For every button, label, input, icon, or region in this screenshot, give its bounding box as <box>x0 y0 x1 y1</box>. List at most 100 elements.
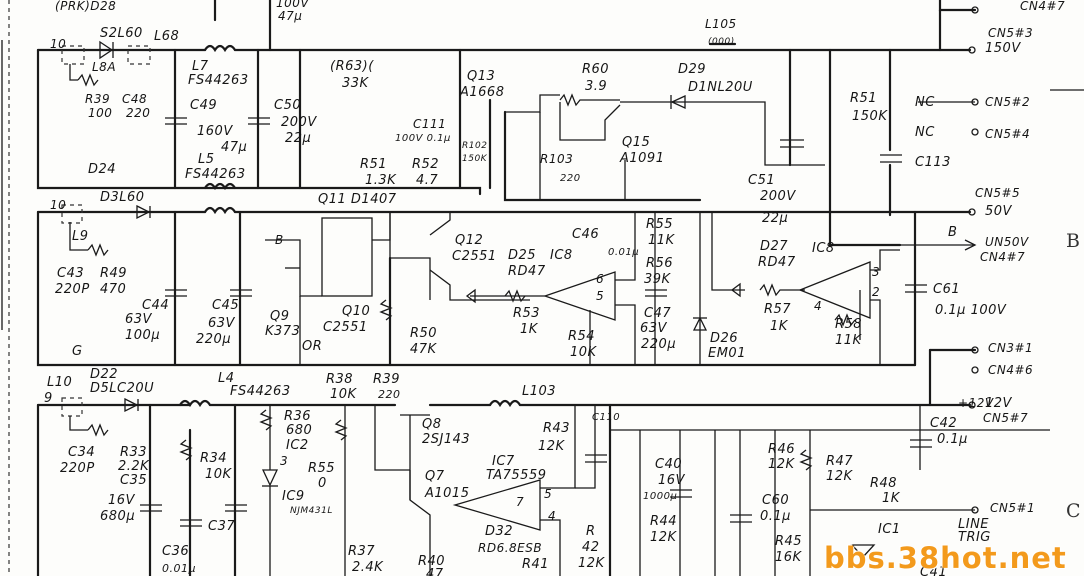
label-c43: C43 <box>57 266 85 281</box>
label-q13-part: A1668 <box>460 85 505 100</box>
label-c42: C42 <box>930 416 958 431</box>
label-c40: C40 <box>655 457 683 472</box>
label-c45: C45 <box>212 298 240 313</box>
label-top-100v: 100V <box>276 0 310 10</box>
label-r39-b: R39 <box>373 372 401 387</box>
label-c111-val: 100V 0.1µ <box>395 133 451 144</box>
label-fs44263-b: FS44263 <box>185 167 246 182</box>
label-r47: R47 <box>826 454 854 469</box>
label-d25: D25 <box>508 248 537 263</box>
label-r42: R <box>586 524 596 539</box>
label-r52: R52 <box>412 157 440 172</box>
label-r38-val: 10K <box>330 387 357 402</box>
label-c61-val: 0.1µ 100V <box>935 303 1007 318</box>
label-q12-part: C2551 <box>452 249 497 264</box>
label-d22: D22 <box>90 367 119 382</box>
label-r42-val: 12K <box>578 556 605 571</box>
label-c43-val: 220P <box>55 282 90 297</box>
label-r103: R103 <box>540 152 574 166</box>
label-q11: Q11 D1407 <box>318 192 397 207</box>
label-q8: Q8 <box>422 417 442 432</box>
label-c41: C41 <box>920 565 948 576</box>
label-r41: R41 <box>522 557 550 572</box>
label-r102: R102 <box>462 141 488 151</box>
label-c35-u: 680µ <box>100 509 136 524</box>
label-c60-val: 0.1µ <box>760 509 791 524</box>
label-r49-val: 470 <box>100 282 127 297</box>
label-c50-v: 200V <box>281 115 317 130</box>
label-r39-top-val: 100 <box>88 106 113 120</box>
label-q8-part: 2SJ143 <box>422 432 471 447</box>
label-r46: R46 <box>768 442 796 457</box>
label-ic1: IC1 <box>878 522 901 537</box>
label-cn4-7b: CN4#7 <box>980 250 1026 264</box>
label-c48: C48 <box>122 92 148 106</box>
label-r58: R58 <box>835 317 863 332</box>
label-d32-part: RD6.8ESB <box>478 541 543 555</box>
label-d26: D26 <box>710 331 739 346</box>
label-c50-u: 22µ <box>285 131 312 146</box>
label-ic8-a: IC8 <box>550 248 573 263</box>
label-r51: R51 <box>360 157 388 172</box>
label-l103: L103 <box>522 384 557 399</box>
label-r48-val: 1K <box>882 491 900 506</box>
label-c47: C47 <box>644 306 672 321</box>
label-s2l60: S2L60 <box>100 26 143 41</box>
label-r60-val: 3.9 <box>585 79 608 94</box>
label-cn3-1: CN3#1 <box>988 341 1034 355</box>
label-c46-val: 0.01µ <box>608 247 640 258</box>
label-l10: L10 <box>47 375 73 390</box>
label-ic2: IC2 <box>286 438 309 453</box>
label-n10-a: 10 <box>50 37 67 51</box>
label-c51-u: 22µ <box>762 211 789 226</box>
label-pin3: 3 <box>280 454 289 468</box>
label-r50-val: 47K <box>410 342 437 357</box>
label-c51-v: 200V <box>760 189 796 204</box>
label-d29: D29 <box>678 62 707 77</box>
label-r63-val: 33K <box>342 76 369 91</box>
label-12v-top: +12V <box>958 396 994 410</box>
label-r33-val: 2.2K <box>118 459 150 474</box>
label-pin2: 2 <box>872 285 881 299</box>
label-c51: C51 <box>748 173 776 188</box>
label-r49: R49 <box>100 266 128 281</box>
label-prk-d28: (PRK)D28 <box>55 0 117 13</box>
label-c40-v: 16V <box>658 473 685 488</box>
label-pin4b: 4 <box>548 509 557 523</box>
label-cn5-7: CN5#7 <box>983 411 1029 425</box>
label-r103-val: 220 <box>560 173 581 184</box>
watermark: bbs.38hot.net <box>824 541 1067 575</box>
label-r51-top: R51 <box>850 91 878 106</box>
label-r40-val: 47 <box>426 567 444 576</box>
label-cn5-5: CN5#5 <box>975 186 1021 200</box>
label-r63: (R63)( <box>330 59 374 74</box>
label-or: OR <box>302 339 323 354</box>
label-l4: L4 <box>218 371 235 386</box>
label-c45-u: 220µ <box>196 332 232 347</box>
label-c40-u: 1000µ <box>643 491 678 502</box>
label-r56: R56 <box>646 256 674 271</box>
label-d22-part: D5LC20U <box>90 381 155 396</box>
label-q15: Q15 <box>622 135 651 150</box>
grid-marker-b: B <box>1066 230 1080 252</box>
label-c49-v: 160V <box>197 124 233 139</box>
label-r47-val: 12K <box>826 469 853 484</box>
label-q7-part: A1015 <box>425 486 470 501</box>
label-r40: R40 <box>418 554 446 569</box>
label-l68: L68 <box>154 29 180 44</box>
label-cn4-7-top: CN4#7 <box>1020 0 1066 13</box>
label-c60: C60 <box>762 493 790 508</box>
label-r56-val: 39K <box>644 272 671 287</box>
label-c50: C50 <box>274 98 302 113</box>
label-l105: L105 <box>705 17 737 31</box>
label-r34: R34 <box>200 451 228 466</box>
label-r37-val: 2.4K <box>352 560 384 575</box>
label-c113: C113 <box>915 155 951 170</box>
label-r36-val: 680 <box>286 423 313 438</box>
label-c36: C36 <box>162 544 190 559</box>
label-r54-val: 10K <box>570 345 597 360</box>
label-d27-part: RD47 <box>758 255 796 270</box>
label-d24: D24 <box>88 162 117 177</box>
